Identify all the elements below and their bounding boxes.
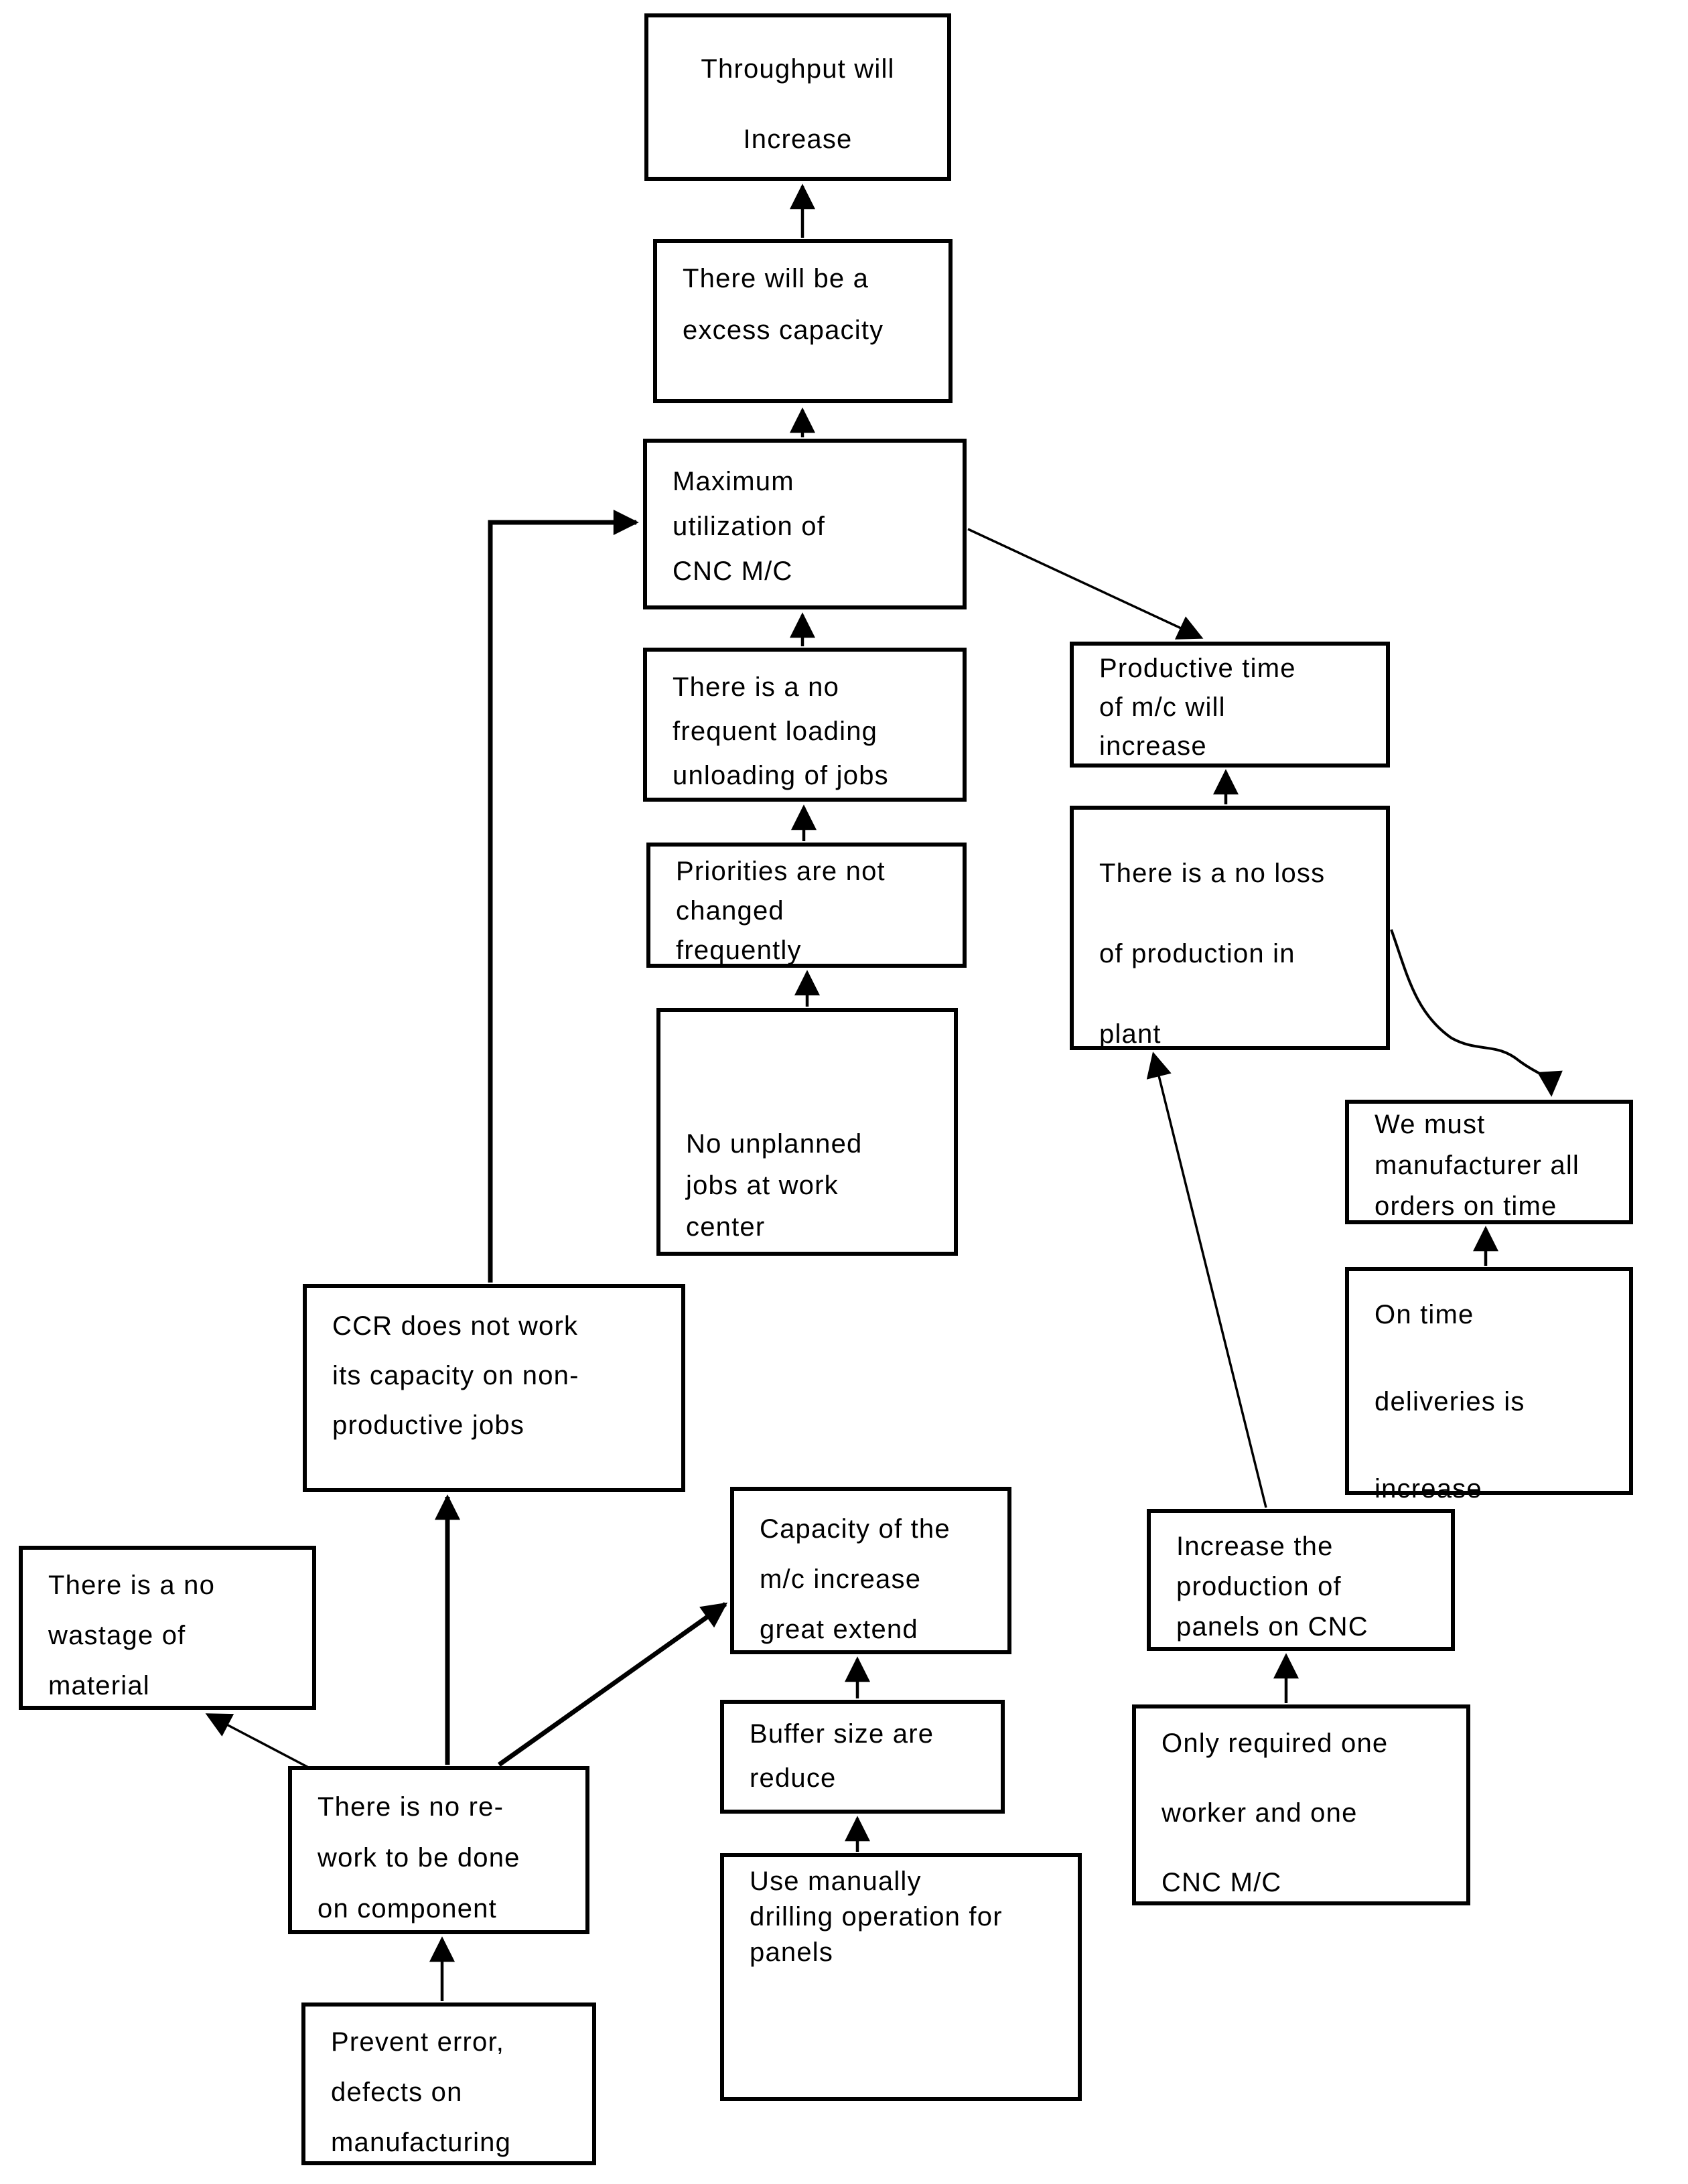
node-unplanned-label-line: No unplanned	[686, 1129, 863, 1159]
node-rework-label-line: on component	[318, 1894, 497, 1923]
node-rework-label-line: There is no re-	[318, 1792, 504, 1822]
node-wemust-label-line: We must	[1375, 1110, 1486, 1139]
node-ccr-label-line: its capacity on non-	[332, 1361, 579, 1390]
edge-noloss-to-wemust	[1390, 929, 1563, 1097]
node-freqload-label-line: There is a no	[673, 672, 840, 702]
node-buffer-label-line: reduce	[750, 1763, 837, 1793]
node-unplanned: No unplanned jobs at work center	[656, 1008, 958, 1256]
node-increase-label-line: Increase the	[1176, 1532, 1334, 1561]
node-rework: There is no re-work to be done on compone…	[288, 1766, 589, 1934]
node-capacity-label-line: great extend	[760, 1615, 918, 1644]
node-capacity-label-line: m/c increase	[760, 1564, 922, 1594]
node-freqload-label-line: frequent loading	[673, 717, 878, 746]
node-capacity-label-line: Capacity of the	[760, 1514, 951, 1544]
node-wastage-label-line: wastage of	[48, 1621, 186, 1650]
node-wastage-label-line: There is a no	[48, 1571, 216, 1600]
node-only-label-line: worker and one	[1162, 1798, 1358, 1828]
node-excess-label-line: excess capacity	[683, 315, 884, 345]
node-manually-label-line: Use manually	[750, 1867, 922, 1896]
node-noloss: There is a no loss of production in plant	[1070, 806, 1390, 1050]
node-maxutil-label-line: CNC M/C	[673, 557, 793, 586]
node-wemust: We must manufacturer all orders on time	[1345, 1100, 1633, 1224]
node-wastage-label-line: material	[48, 1671, 150, 1700]
node-only-label-line: CNC M/C	[1162, 1868, 1282, 1897]
node-excess-label-line: There will be a	[683, 264, 869, 293]
node-wastage: There is a no wastage of material	[19, 1546, 316, 1710]
node-maxutil: Maximum utilization of CNC M/C	[643, 439, 967, 609]
edge-increase-to-noloss	[1146, 1051, 1267, 1508]
node-prevent-label-line: Prevent error,	[331, 2027, 505, 2057]
node-noloss-label-line: plant	[1099, 1019, 1162, 1049]
node-unplanned-label-line: center	[686, 1212, 766, 1242]
node-excess: There will be a excess capacity	[653, 239, 953, 403]
node-prevent: Prevent error, defects on manufacturing	[301, 2003, 596, 2165]
node-priorities-label-line: Priorities are not	[676, 857, 886, 886]
node-ccr-label-line: CCR does not work	[332, 1311, 579, 1341]
node-noloss-label-line: of production in	[1099, 939, 1295, 968]
node-maxutil-label-line: utilization of	[673, 512, 826, 541]
node-throughput-label-line: Increase	[743, 125, 853, 154]
node-capacity: Capacity of the m/c increase great extend	[730, 1487, 1011, 1654]
node-maxutil-label-line: Maximum	[673, 467, 794, 496]
node-productive-label-line: increase	[1099, 731, 1207, 761]
node-buffer-label-line: Buffer size are	[750, 1719, 934, 1749]
node-throughput-label-line: Throughput will	[701, 54, 895, 84]
node-manually: Use manually drilling operation for panels	[720, 1853, 1082, 2101]
node-increase-label-line: production of	[1176, 1572, 1342, 1601]
node-ontime-label-line: increase	[1375, 1474, 1482, 1504]
edge-ccr-to-maxutil	[488, 510, 639, 1283]
node-buffer: Buffer size are reduce	[720, 1700, 1005, 1814]
node-manually-label-line: panels	[750, 1938, 834, 1967]
node-ontime: On time deliveries is increase	[1345, 1267, 1633, 1504]
node-manually-label-line: drilling operation for	[750, 1902, 1003, 1932]
node-wemust-label-line: manufacturer all	[1375, 1151, 1579, 1180]
node-freqload-label-line: unloading of jobs	[673, 761, 889, 790]
node-rework-label-line: work to be done	[318, 1843, 520, 1873]
node-prevent-label-line: manufacturing	[331, 2128, 512, 2157]
node-priorities-label-line: changed	[676, 896, 784, 926]
node-productive-label-line: of m/c will	[1099, 693, 1226, 722]
node-increase-label-line: panels on CNC	[1176, 1612, 1368, 1642]
node-ontime-label-line: deliveries is	[1375, 1387, 1525, 1416]
node-only-label-line: Only required one	[1162, 1729, 1389, 1758]
node-productive: Productive time of m/c will increase	[1070, 642, 1390, 768]
node-noloss-label-line: There is a no loss	[1099, 859, 1326, 888]
node-priorities-label-line: frequently	[676, 936, 802, 965]
node-freqload: There is a no frequent loading unloading o…	[643, 648, 967, 802]
node-priorities: Priorities are not changed frequently	[646, 843, 967, 968]
node-ontime-label-line: On time	[1375, 1300, 1474, 1329]
edge-rework-to-wastage	[205, 1713, 315, 1772]
node-productive-label-line: Productive time	[1099, 654, 1296, 683]
node-prevent-label-line: defects on	[331, 2078, 463, 2107]
node-ccr-label-line: productive jobs	[332, 1410, 525, 1440]
node-increase: Increase the production of panels on CNC	[1147, 1509, 1455, 1651]
edge-maxutil-to-productive	[967, 528, 1204, 640]
node-wemust-label-line: orders on time	[1375, 1191, 1557, 1221]
node-unplanned-label-line: jobs at work	[686, 1171, 839, 1200]
edge-rework-to-capacity	[497, 1602, 728, 1767]
node-ccr: CCR does not work its capacity on non-pro…	[303, 1284, 685, 1492]
